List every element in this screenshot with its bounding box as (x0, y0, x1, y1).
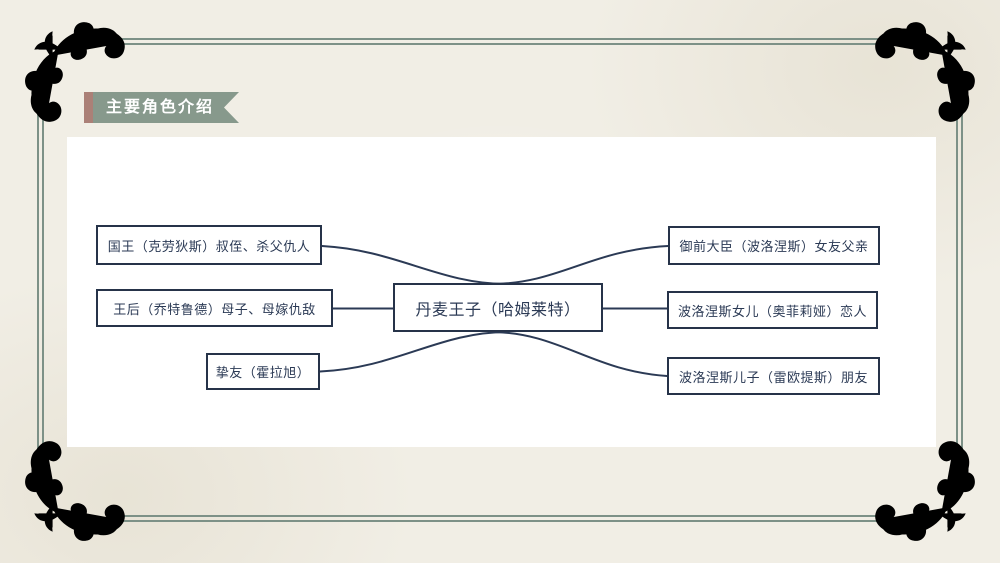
title-ribbon: 主要角色介绍 (84, 92, 239, 123)
frame-line-right (956, 110, 963, 455)
frame-line-left (37, 110, 44, 455)
floral-ornament-top-right-icon (862, 13, 984, 135)
mindmap-canvas: 丹麦王子（哈姆莱特） 国王（克劳狄斯）叔侄、杀父仇人 王后（乔特鲁德）母子、母嫁… (67, 137, 936, 447)
mindmap-node-daughter: 波洛涅斯女儿（奥菲莉娅）恋人 (667, 291, 878, 329)
connector-bottom-right (490, 331, 668, 377)
connector-top-right (490, 245, 669, 285)
mindmap-node-center: 丹麦王子（哈姆莱特） (393, 283, 603, 332)
mindmap-node-friend: 挚友（霍拉旭） (206, 353, 320, 390)
mindmap-connectors (319, 245, 669, 377)
connector-top-left (321, 245, 508, 285)
mindmap-node-queen: 王后（乔特鲁德）母子、母嫁仇敌 (96, 289, 333, 327)
slide-title: 主要角色介绍 (93, 92, 239, 123)
title-ribbon-accent-bar (84, 92, 93, 123)
mindmap-node-minister: 御前大臣（波洛涅斯）女友父亲 (668, 226, 880, 265)
frame-line-top (112, 38, 888, 45)
connector-bottom-left (319, 331, 508, 373)
frame-line-bottom (112, 515, 888, 522)
mindmap-node-king: 国王（克劳狄斯）叔侄、杀父仇人 (96, 225, 322, 265)
mindmap-node-son: 波洛涅斯儿子（雷欧提斯）朋友 (667, 357, 880, 395)
